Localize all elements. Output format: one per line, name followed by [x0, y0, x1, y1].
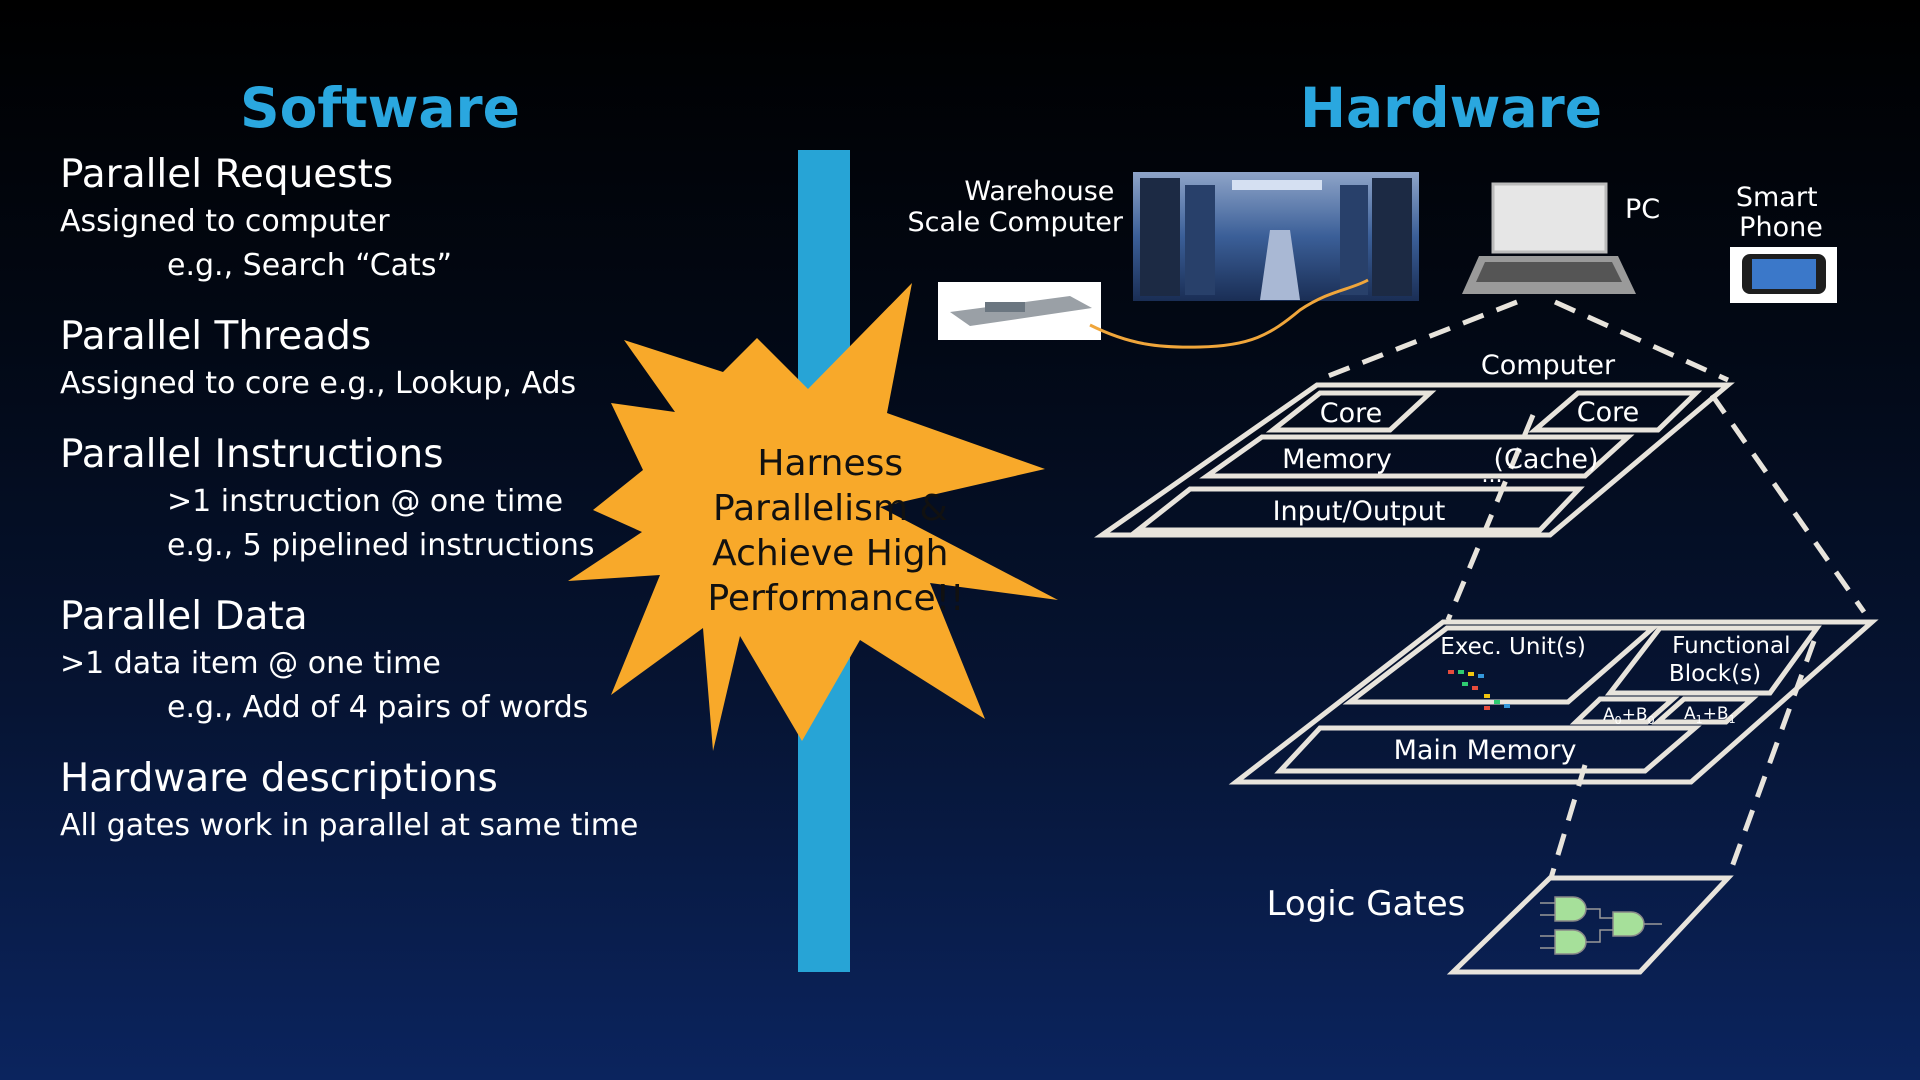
phone-icon [1730, 247, 1837, 303]
pc-label: PC [1625, 194, 1660, 225]
main-memory-label: Main Memory [1394, 735, 1577, 766]
a1b1-label: A1+B1 [1684, 704, 1736, 726]
starburst-shape [568, 283, 1058, 751]
section-title: Parallel Threads [60, 314, 372, 359]
logic-gates-label: Logic Gates [1267, 884, 1466, 924]
section-line: >1 instruction @ one time [167, 484, 564, 519]
section-title: Parallel Instructions [60, 432, 444, 477]
section-title: Parallel Data [60, 594, 308, 639]
svg-text:Warehouse Scale Computer: Warehouse Scale Computer [908, 176, 1124, 238]
section-line: e.g., Search “Cats” [167, 248, 452, 283]
functional-label: Functional [1672, 633, 1790, 659]
connector-line [1089, 278, 1369, 349]
section-line: e.g., 5 pipelined instructions [167, 528, 595, 563]
section-line: All gates work in parallel at same time [60, 808, 639, 843]
software-section-threads: Parallel Threads Assigned to core e.g., … [60, 312, 780, 406]
logic-gates-icon [1540, 896, 1662, 955]
warehouse-label: Warehouse [964, 176, 1114, 207]
starburst-line: Achieve High [712, 533, 948, 574]
a0b0-label: A0+B0 [1603, 705, 1655, 727]
laptop-icon [1462, 182, 1636, 294]
svg-text:Harness Parallelism &: Harness Parallelism & Achieve High Perfo… [708, 443, 965, 619]
phone-label: Phone [1739, 212, 1823, 243]
memory-label: Memory [1282, 444, 1392, 475]
cache-label: (Cache) [1493, 444, 1598, 475]
exec-unit-label: Exec. Unit(s) [1440, 634, 1586, 660]
core-label: Core [1320, 398, 1383, 429]
section-line: Assigned to core e.g., Lookup, Ads [60, 366, 577, 401]
core-layer [1228, 619, 1879, 785]
core-label: Core [1577, 397, 1640, 428]
starburst-line: Performance!! [708, 578, 965, 619]
software-section-hardware-descriptions: Hardware descriptions All gates work in … [60, 754, 780, 848]
section-title: Hardware descriptions [60, 756, 498, 801]
phone-label: Smart [1736, 182, 1818, 213]
svg-text:Smart Phone: Smart Phone [1736, 182, 1826, 243]
io-label: Input/Output [1273, 496, 1446, 527]
hardware-heading: Hardware [1300, 76, 1602, 140]
functional-label: Block(s) [1669, 661, 1761, 687]
warehouse-label: Scale Computer [908, 207, 1124, 238]
section-line: Assigned to computer [60, 204, 390, 239]
software-section-requests: Parallel Requests Assigned to computer e… [60, 150, 780, 288]
software-section-instructions: Parallel Instructions >1 instruction @ o… [60, 430, 780, 568]
section-line: >1 data item @ one time [60, 646, 441, 681]
svg-text:Functional Block(s): Functional Block(s) [1669, 633, 1798, 687]
ellipsis-label: ... [1482, 463, 1503, 488]
section-line: e.g., Add of 4 pairs of words [167, 690, 589, 725]
software-list: Parallel Requests Assigned to computer e… [60, 150, 780, 872]
datacenter-image [1133, 172, 1419, 301]
computer-label: Computer [1481, 350, 1616, 381]
computer-layer [1094, 382, 1735, 538]
software-heading: Software [240, 76, 520, 140]
starburst-line: Harness [757, 443, 903, 484]
projection-lines [1317, 299, 1867, 879]
starburst-line: Parallelism & [713, 488, 948, 529]
section-title: Parallel Requests [60, 152, 394, 197]
exec-unit-chip-icon [1448, 670, 1510, 710]
server-board-image [938, 282, 1101, 340]
gates-layer [1446, 875, 1734, 975]
software-section-data: Parallel Data >1 data item @ one time e.… [60, 592, 780, 730]
